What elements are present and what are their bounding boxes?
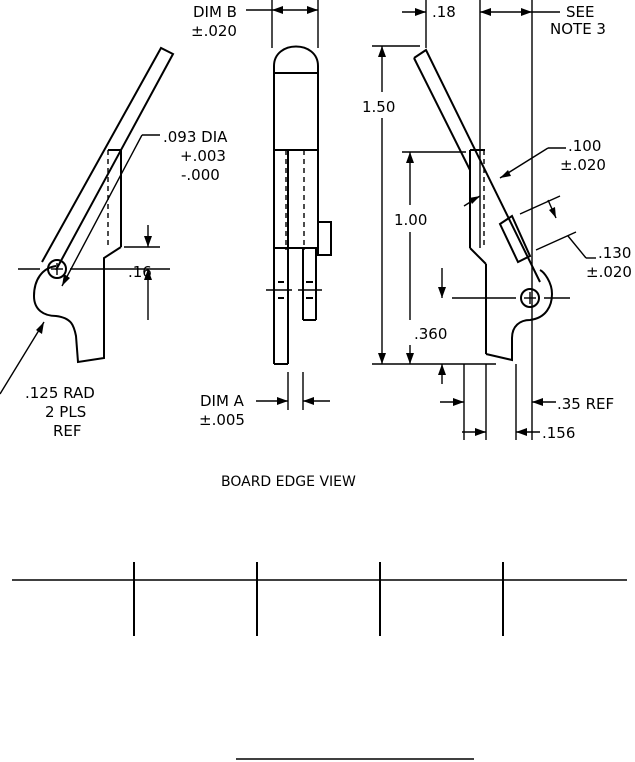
left-side-view [0, 46, 175, 395]
dim-0130-tolerance: ±.020 [586, 263, 632, 281]
dimension-labels: DIM B ±.020 .18 SEE NOTE 3 .093 DIA +.00… [25, 3, 632, 490]
dim-a-label: DIM A [200, 392, 245, 410]
dia-tol-plus: +.003 [180, 147, 226, 165]
pivot-hole-right [520, 288, 540, 308]
pivot-hole-left [47, 259, 67, 279]
dim-b-label: DIM B [193, 3, 237, 21]
ref-label: REF [53, 422, 82, 440]
dim-035-ref-label: .35 REF [557, 395, 614, 413]
dim-0100-tolerance: ±.020 [560, 156, 606, 174]
board-edge-view-caption: BOARD EDGE VIEW [221, 474, 356, 490]
right-side-view [372, 0, 596, 440]
see-label: SEE [566, 3, 594, 21]
dim-0360-label: .360 [414, 325, 447, 343]
note3-label: NOTE 3 [550, 20, 606, 38]
dim-0156-label: .156 [542, 424, 575, 442]
dim-0130-label: .130 [598, 244, 631, 262]
dim-a-tolerance: ±.005 [199, 411, 245, 429]
rad-label: .125 RAD [25, 384, 95, 402]
pls-label: 2 PLS [45, 403, 86, 421]
board-edge-view [12, 562, 627, 636]
dim-018-label: .18 [432, 3, 456, 21]
dim-b-tolerance: ±.020 [191, 22, 237, 40]
dia-tol-minus: -.000 [181, 166, 220, 184]
dim-100-label: 1.00 [394, 211, 427, 229]
front-view [246, 0, 332, 410]
dim-0100-label: .100 [568, 137, 601, 155]
dia-label: .093 DIA [163, 128, 228, 146]
dim-150-label: 1.50 [362, 98, 395, 116]
dim-016-label: .16 [128, 263, 152, 281]
